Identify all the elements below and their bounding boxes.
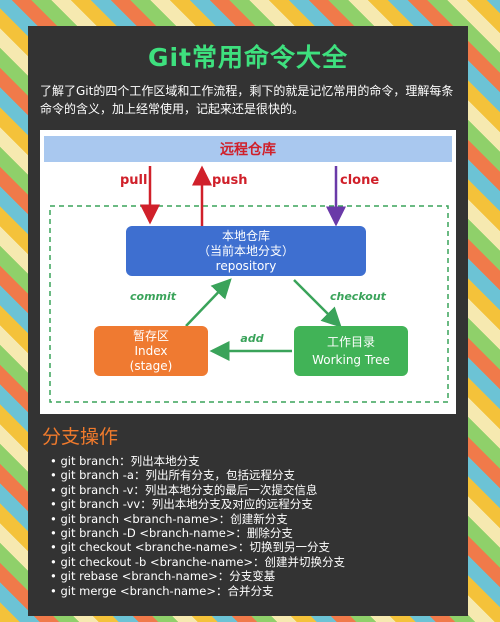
commit-arrow xyxy=(185,278,232,327)
content-card: Git常用命令大全 了解了Git的四个工作区域和工作流程，剩下的就是记忆常用的命… xyxy=(28,26,468,616)
working-tree-box xyxy=(294,326,408,376)
pull-label: pull xyxy=(120,173,147,188)
list-item: git branch：列出本地分支 xyxy=(50,454,345,468)
list-item: git branch -D <branch-name>：删除分支 xyxy=(50,526,345,540)
working-tree-line1: 工作目录 xyxy=(327,335,375,349)
list-item: git checkout -b <branche-name>：创建并切换分支 xyxy=(50,555,345,569)
stage-line3: (stage) xyxy=(130,359,173,373)
list-item: git branch <branch-name>：创建新分支 xyxy=(50,512,345,526)
git-workflow-diagram: 远程仓库 pull push clone 本地仓库 （当前本地分支） repos… xyxy=(40,130,456,414)
remote-repo-label: 远程仓库 xyxy=(220,141,276,158)
remote-repo-bar xyxy=(44,136,452,162)
local-repo-box xyxy=(126,226,366,276)
list-item: git checkout <branche-name>：切换到另一分支 xyxy=(50,540,345,554)
list-item: git branch -vv：列出本地分支及对应的远程分支 xyxy=(50,497,345,511)
checkout-label: checkout xyxy=(330,290,387,303)
workflow-svg: 远程仓库 pull push clone 本地仓库 （当前本地分支） repos… xyxy=(44,136,452,403)
commit-label: commit xyxy=(130,290,177,303)
add-label: add xyxy=(240,332,263,345)
clone-label: clone xyxy=(340,173,379,188)
list-item: git branch -v：列出本地分支的最后一次提交信息 xyxy=(50,483,345,497)
push-label: push xyxy=(212,173,248,188)
list-item: git merge <branch-name>：合并分支 xyxy=(50,584,345,598)
intro-paragraph: 了解了Git的四个工作区域和工作流程，剩下的就是记忆常用的命令，理解每条命令的含… xyxy=(40,84,454,116)
local-repo-line2: （当前本地分支） xyxy=(198,243,294,258)
checkout-arrow xyxy=(293,279,342,328)
stage-line2: Index xyxy=(134,344,167,358)
section-title-branch: 分支操作 xyxy=(42,426,119,448)
local-repo-line3: repository xyxy=(216,259,277,273)
list-item: git rebase <branch-name>：分支变基 xyxy=(50,569,345,583)
local-area-border xyxy=(49,205,449,403)
local-repo-line1: 本地仓库 xyxy=(222,228,270,243)
stage-box xyxy=(94,326,208,376)
command-list: git branch：列出本地分支 git branch -a：列出所有分支，包… xyxy=(50,454,345,598)
list-item: git branch -a：列出所有分支，包括远程分支 xyxy=(50,468,345,482)
stage-line1: 暂存区 xyxy=(133,329,169,343)
working-tree-line2: Working Tree xyxy=(312,353,390,367)
page-title: Git常用命令大全 xyxy=(147,43,349,72)
